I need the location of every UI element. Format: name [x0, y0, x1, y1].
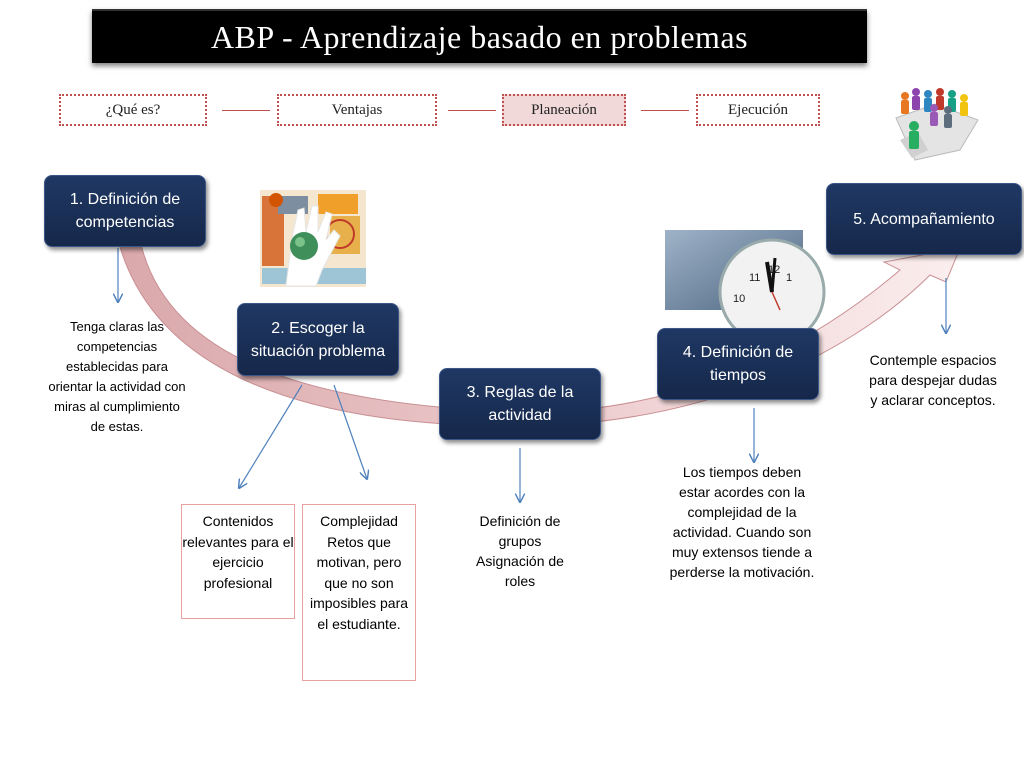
- tab-ejecucion[interactable]: Ejecución: [696, 94, 820, 126]
- svg-text:1: 1: [786, 272, 792, 284]
- svg-text:10: 10: [733, 293, 745, 305]
- tab-connector: [641, 110, 689, 111]
- tab-planeacion[interactable]: Planeación: [502, 94, 626, 126]
- step-5-description: Contemple espacios para despejar dudas y…: [869, 352, 997, 408]
- people-puzzle-icon: [895, 88, 979, 161]
- svg-text:11: 11: [749, 272, 760, 284]
- step-1-description: Tenga claras las competencias establecid…: [48, 319, 186, 434]
- step-5-box[interactable]: 5. Acompañamiento: [826, 183, 1022, 255]
- tab-ventajas[interactable]: Ventajas: [277, 94, 437, 126]
- page-title: ABP - Aprendizaje basado en problemas: [210, 19, 749, 55]
- step-2-box-contenidos: Contenidos relevantes para el ejercicio …: [181, 504, 295, 619]
- step-1-box[interactable]: 1. Definición de competencias: [44, 175, 206, 247]
- step-4-box[interactable]: 4. Definición de tiempos: [657, 328, 819, 400]
- hand-globe-icon: [260, 190, 366, 287]
- arrow-step2-right: [333, 384, 367, 479]
- title-bar: ABP - Aprendizaje basado en problemas: [92, 9, 867, 63]
- tab-connector: [448, 110, 496, 111]
- step-3-description: Definición de grupos Asignación de roles: [476, 513, 564, 589]
- step-3-box[interactable]: 3. Reglas de la actividad: [439, 368, 601, 440]
- step-4-description: Los tiempos deben estar acordes con la c…: [669, 464, 815, 580]
- arrow-step2-left: [239, 384, 303, 488]
- step-2-box-complejidad: Complejidad Retos que motivan, pero que …: [302, 504, 416, 681]
- tab-que-es[interactable]: ¿Qué es?: [59, 94, 207, 126]
- tab-connector: [222, 110, 270, 111]
- clock-icon: 10 11 12 1: [665, 230, 826, 346]
- step-2-box[interactable]: 2. Escoger la situación problema: [237, 303, 399, 376]
